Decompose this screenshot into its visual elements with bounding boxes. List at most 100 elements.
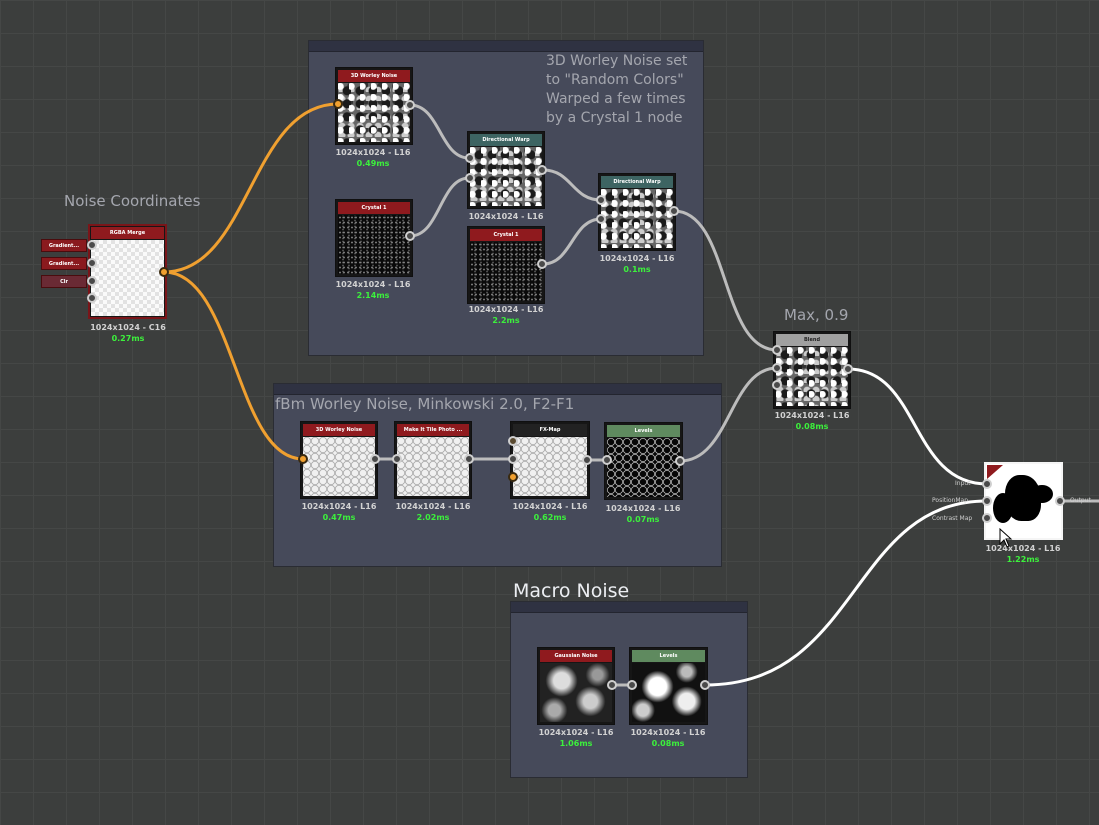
output-port[interactable] — [464, 454, 474, 464]
mouse-cursor-icon — [999, 528, 1013, 548]
node-resolution: 1024x1024 - L16 — [605, 504, 681, 513]
node-title: 3D Worley Noise — [303, 424, 375, 436]
node-thumbnail — [513, 437, 587, 496]
node-timing: 0.08ms — [651, 739, 685, 748]
output-port[interactable] — [370, 454, 380, 464]
input-port[interactable] — [333, 99, 343, 109]
node-make-it-tile[interactable]: Make It Tile Photo ... — [394, 421, 472, 499]
node-resolution: 1024x1024 - L16 — [774, 411, 850, 420]
node-resolution: 1024x1024 - L16 — [538, 728, 614, 737]
output-port[interactable] — [405, 231, 415, 241]
node-directional-warp[interactable]: Directional Warp — [467, 131, 545, 209]
node-resolution: 1024x1024 - L16 — [599, 254, 675, 263]
input-port[interactable] — [87, 240, 97, 250]
wire-worley-to-dirwarp — [408, 103, 471, 160]
input-port[interactable] — [392, 454, 402, 464]
input-port[interactable] — [508, 472, 518, 482]
node-gaussian-noise[interactable]: Gaussian Noise — [537, 647, 615, 725]
node-title: Make It Tile Photo ... — [397, 424, 469, 436]
node-levels[interactable]: Levels — [629, 647, 708, 725]
output-port[interactable] — [159, 267, 169, 277]
node-resolution: 1024x1024 - L16 — [335, 148, 411, 157]
input-port[interactable] — [596, 214, 606, 224]
input-port[interactable] — [87, 276, 97, 286]
frame-title-fbm: fBm Worley Noise, Minkowski 2.0, F2-F1 — [275, 395, 575, 413]
output-port[interactable] — [607, 680, 617, 690]
node-output-warp[interactable] — [984, 462, 1063, 540]
input-port[interactable] — [772, 345, 782, 355]
node-title: Crystal 1 — [470, 229, 542, 241]
input-port[interactable] — [87, 258, 97, 268]
node-info: 1024x1024 - L16 0.08ms — [613, 727, 723, 749]
output-port[interactable] — [843, 364, 853, 374]
node-timing: 2.2ms — [492, 316, 520, 325]
node-timing: 0.49ms — [356, 159, 390, 168]
input-port[interactable] — [87, 293, 97, 303]
output-port[interactable] — [700, 680, 710, 690]
input-port[interactable] — [982, 513, 992, 523]
node-3d-worley-noise[interactable]: 3D Worley Noise — [335, 67, 413, 145]
output-port[interactable] — [675, 456, 685, 466]
frame-comment: 3D Worley Noise set to "Random Colors" W… — [546, 53, 688, 126]
node-title: Levels — [632, 650, 705, 662]
node-thumbnail — [601, 189, 673, 248]
node-directional-warp[interactable]: Directional Warp — [598, 173, 676, 251]
node-rgba-merge[interactable]: RGBA Merge — [88, 224, 167, 319]
input-port[interactable] — [982, 479, 992, 489]
input-port[interactable] — [772, 380, 782, 390]
node-crystal-1[interactable]: Crystal 1 — [467, 226, 545, 304]
output-port[interactable] — [537, 165, 547, 175]
node-thumbnail — [397, 437, 469, 496]
node-crystal-1[interactable]: Crystal 1 — [335, 199, 413, 277]
output-port[interactable] — [405, 100, 415, 110]
node-title: 3D Worley Noise — [338, 70, 410, 82]
node-3d-worley-noise[interactable]: 3D Worley Noise — [300, 421, 378, 499]
input-port[interactable] — [627, 680, 637, 690]
input-port[interactable] — [298, 454, 308, 464]
input-port[interactable] — [465, 153, 475, 163]
output-port[interactable] — [582, 455, 592, 465]
node-blend[interactable]: Blend — [773, 331, 851, 409]
node-timing: 0.07ms — [626, 515, 660, 524]
frame-header-bar[interactable] — [309, 41, 703, 52]
node-timing: 1.06ms — [559, 739, 593, 748]
node-thumbnail — [338, 83, 410, 142]
node-levels[interactable]: Levels — [604, 422, 683, 500]
frame-title-macro: Macro Noise — [513, 580, 630, 602]
input-gradient-2[interactable]: Gradient... — [41, 257, 87, 270]
wire-levels-to-output — [703, 499, 989, 687]
node-timing: 1.22ms — [1006, 555, 1040, 564]
input-port[interactable] — [508, 454, 518, 464]
input-port[interactable] — [602, 455, 612, 465]
node-fx-map[interactable]: FX-Map — [510, 421, 590, 499]
port-label-contrast-map: Contrast Map — [932, 515, 973, 522]
input-port[interactable] — [982, 496, 992, 506]
node-thumbnail — [607, 438, 680, 497]
node-timing: 2.02ms — [416, 513, 450, 522]
input-port[interactable] — [596, 195, 606, 205]
label-max: Max, 0.9 — [784, 306, 849, 324]
wire-crystal-b-to-dirwarp — [541, 217, 603, 266]
output-port[interactable] — [669, 206, 679, 216]
input-port[interactable] — [465, 173, 475, 183]
output-port[interactable] — [537, 259, 547, 269]
node-timing: 0.08ms — [795, 422, 829, 431]
input-gradient-1[interactable]: Gradient... — [41, 239, 87, 252]
input-port[interactable] — [772, 363, 782, 373]
frame-header-bar[interactable] — [511, 602, 747, 613]
output-port[interactable] — [1055, 496, 1065, 506]
input-clr[interactable]: Clr — [41, 275, 87, 288]
label-noise-coordinates: Noise Coordinates — [64, 192, 201, 210]
input-port[interactable] — [508, 436, 518, 446]
node-resolution: 1024x1024 - L16 — [630, 728, 706, 737]
node-thumbnail — [470, 242, 542, 301]
node-resolution: 1024x1024 - L16 — [335, 280, 411, 289]
frame-header-bar[interactable] — [274, 384, 721, 395]
